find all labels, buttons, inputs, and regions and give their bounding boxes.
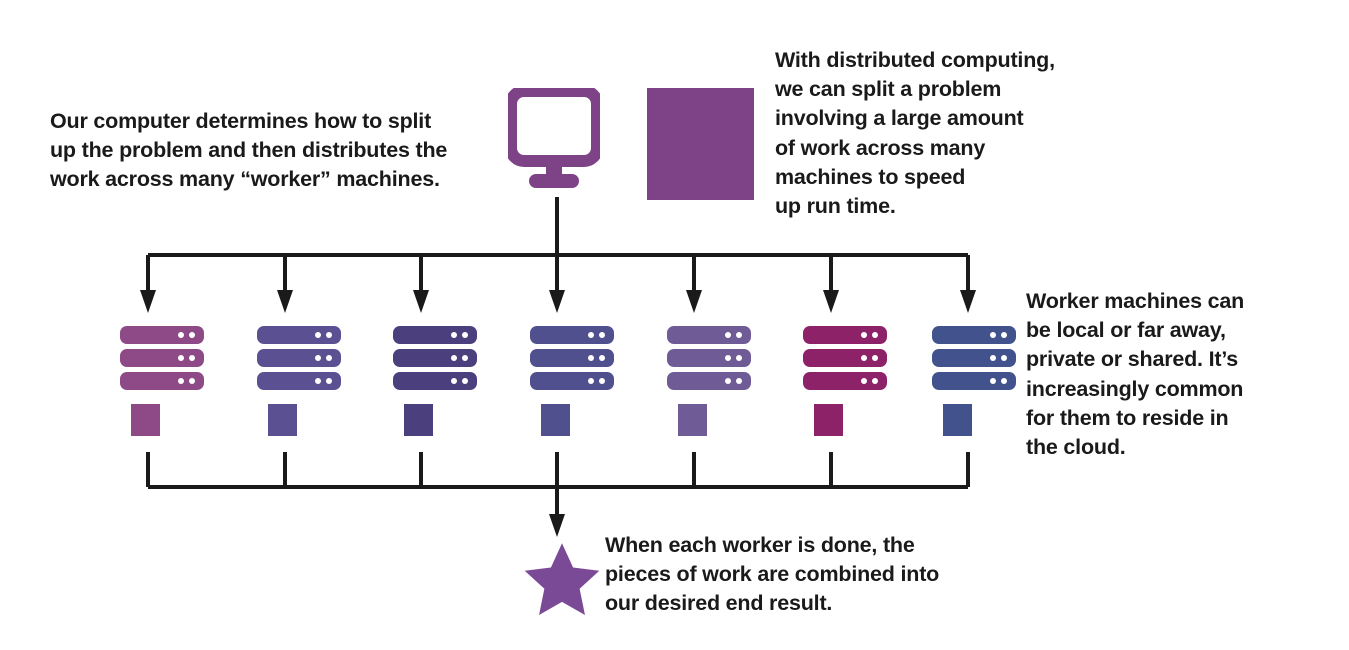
server-led-icon	[861, 378, 867, 384]
server-led-icon	[990, 355, 996, 361]
server-led-icon	[326, 332, 332, 338]
server-stack-2	[257, 326, 341, 390]
server-led-icon	[315, 378, 321, 384]
server-led-icon	[736, 355, 742, 361]
server-led-icon	[462, 332, 468, 338]
server-bar	[803, 349, 887, 367]
server-led-icon	[178, 332, 184, 338]
server-bar	[530, 372, 614, 390]
work-piece-chip	[943, 404, 972, 436]
server-stack-7	[932, 326, 1016, 390]
server-bar	[667, 372, 751, 390]
work-piece-chip	[268, 404, 297, 436]
star-icon	[524, 543, 600, 616]
server-bar	[667, 349, 751, 367]
server-led-icon	[736, 378, 742, 384]
server-bar	[803, 372, 887, 390]
server-led-icon	[725, 378, 731, 384]
server-bar	[803, 326, 887, 344]
callout-worker-machines-text: Worker machines can be local or far away…	[1026, 289, 1245, 460]
monitor-icon	[508, 88, 600, 188]
server-bar	[120, 372, 204, 390]
server-led-icon	[326, 378, 332, 384]
worker-column-5[interactable]	[667, 326, 751, 436]
server-bar	[257, 326, 341, 344]
server-led-icon	[990, 332, 996, 338]
server-bar	[932, 326, 1016, 344]
server-bar	[393, 326, 477, 344]
server-led-icon	[861, 355, 867, 361]
server-led-icon	[599, 378, 605, 384]
server-led-icon	[189, 378, 195, 384]
server-led-icon	[588, 355, 594, 361]
server-bar	[667, 326, 751, 344]
callout-distributed-computing-text: With distributed computing, we can split…	[775, 48, 1055, 219]
server-led-icon	[725, 332, 731, 338]
server-bar	[257, 349, 341, 367]
server-led-icon	[178, 378, 184, 384]
server-led-icon	[451, 378, 457, 384]
server-bar	[120, 326, 204, 344]
server-stack-6	[803, 326, 887, 390]
server-led-icon	[178, 355, 184, 361]
server-bar	[393, 372, 477, 390]
server-bar	[530, 326, 614, 344]
server-led-icon	[861, 332, 867, 338]
purple-square-block	[647, 88, 754, 200]
server-led-icon	[599, 355, 605, 361]
worker-column-6[interactable]	[803, 326, 887, 436]
work-piece-chip	[814, 404, 843, 436]
worker-machines-row	[0, 326, 1349, 446]
server-stack-5	[667, 326, 751, 390]
work-piece-chip	[131, 404, 160, 436]
callout-split-text: Our computer determines how to split up …	[50, 109, 448, 192]
work-piece-chip	[678, 404, 707, 436]
worker-column-3[interactable]	[393, 326, 477, 436]
result-arrowhead	[549, 514, 565, 537]
server-led-icon	[315, 355, 321, 361]
worker-column-7[interactable]	[932, 326, 1016, 436]
server-stack-4	[530, 326, 614, 390]
server-stack-1	[120, 326, 204, 390]
server-led-icon	[1001, 355, 1007, 361]
server-led-icon	[451, 355, 457, 361]
server-led-icon	[1001, 378, 1007, 384]
server-led-icon	[326, 355, 332, 361]
server-bar	[530, 349, 614, 367]
server-led-icon	[872, 355, 878, 361]
server-led-icon	[462, 355, 468, 361]
worker-column-4[interactable]	[530, 326, 614, 436]
server-stack-3	[393, 326, 477, 390]
server-led-icon	[599, 332, 605, 338]
server-bar	[393, 349, 477, 367]
server-led-icon	[462, 378, 468, 384]
server-led-icon	[451, 332, 457, 338]
server-led-icon	[872, 332, 878, 338]
server-led-icon	[725, 355, 731, 361]
server-led-icon	[189, 355, 195, 361]
server-led-icon	[588, 378, 594, 384]
server-bar	[932, 349, 1016, 367]
server-led-icon	[189, 332, 195, 338]
worker-column-1[interactable]	[120, 326, 204, 436]
server-bar	[120, 349, 204, 367]
server-bar	[932, 372, 1016, 390]
server-led-icon	[1001, 332, 1007, 338]
server-led-icon	[736, 332, 742, 338]
callout-combine-result-text: When each worker is done, the pieces of …	[605, 533, 940, 616]
server-led-icon	[872, 378, 878, 384]
server-led-icon	[990, 378, 996, 384]
server-led-icon	[588, 332, 594, 338]
worker-column-2[interactable]	[257, 326, 341, 436]
server-bar	[257, 372, 341, 390]
work-piece-chip	[541, 404, 570, 436]
server-led-icon	[315, 332, 321, 338]
work-piece-chip	[404, 404, 433, 436]
